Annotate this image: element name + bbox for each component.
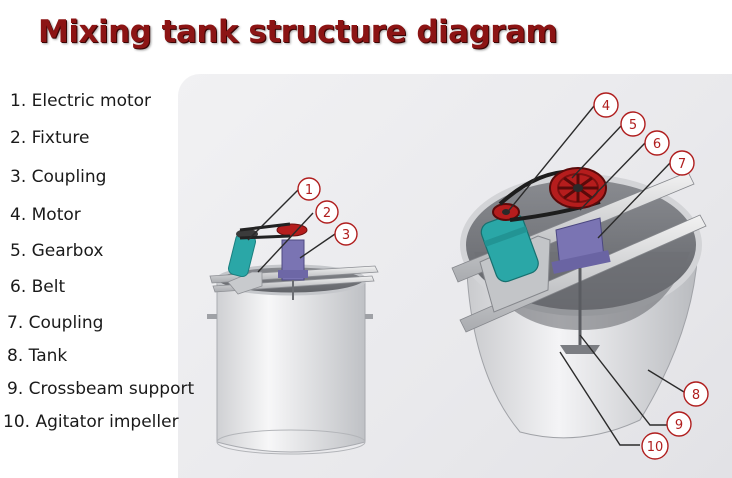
callout-marker-10: 10 <box>641 432 669 460</box>
legend-item-agitator-impeller: 10. Agitator impeller <box>3 412 179 432</box>
legend-item-coupling-2: 7. Coupling <box>7 313 104 333</box>
legend-item-tank: 8. Tank <box>7 346 68 366</box>
callout-label-5: 5 <box>629 118 637 133</box>
legend-item-electric-motor: 1. Electric motor <box>10 91 152 111</box>
callout-marker-7: 7 <box>669 150 695 176</box>
callout-label-2: 2 <box>323 206 331 221</box>
large-drive-assembly <box>479 167 611 354</box>
component-legend: 1. Electric motor 2. Fixture 3. Coupling… <box>0 0 230 478</box>
small-tank <box>207 264 373 455</box>
callout-marker-5: 5 <box>620 111 646 137</box>
callout-marker-2: 2 <box>315 200 339 224</box>
callout-marker-8: 8 <box>683 381 709 407</box>
legend-item-gearbox: 5. Gearbox <box>10 241 104 261</box>
diagram-title: Mixing tank structure diagram <box>38 14 558 50</box>
small-drive-assembly <box>227 222 308 300</box>
callout-label-3: 3 <box>342 228 350 243</box>
callout-marker-4: 4 <box>593 92 619 118</box>
callout-label-4: 4 <box>602 99 610 114</box>
callout-marker-9: 9 <box>666 411 692 437</box>
callout-label-6: 6 <box>653 137 661 152</box>
callout-marker-3: 3 <box>334 222 358 246</box>
legend-item-coupling: 3. Coupling <box>10 167 107 187</box>
legend-item-belt: 6. Belt <box>10 277 66 297</box>
callout-label-7: 7 <box>678 157 686 172</box>
legend-item-motor: 4. Motor <box>10 205 81 225</box>
callout-leader-lines <box>247 105 685 446</box>
callout-marker-6: 6 <box>644 130 670 156</box>
legend-item-fixture: 2. Fixture <box>10 128 90 148</box>
legend-item-crossbeam-support: 9. Crossbeam support <box>7 379 195 399</box>
callout-label-9: 9 <box>675 418 683 433</box>
callout-label-1: 1 <box>305 183 313 198</box>
callout-marker-1: 1 <box>297 177 321 201</box>
callout-label-10: 10 <box>647 440 664 455</box>
callout-label-8: 8 <box>692 388 700 403</box>
